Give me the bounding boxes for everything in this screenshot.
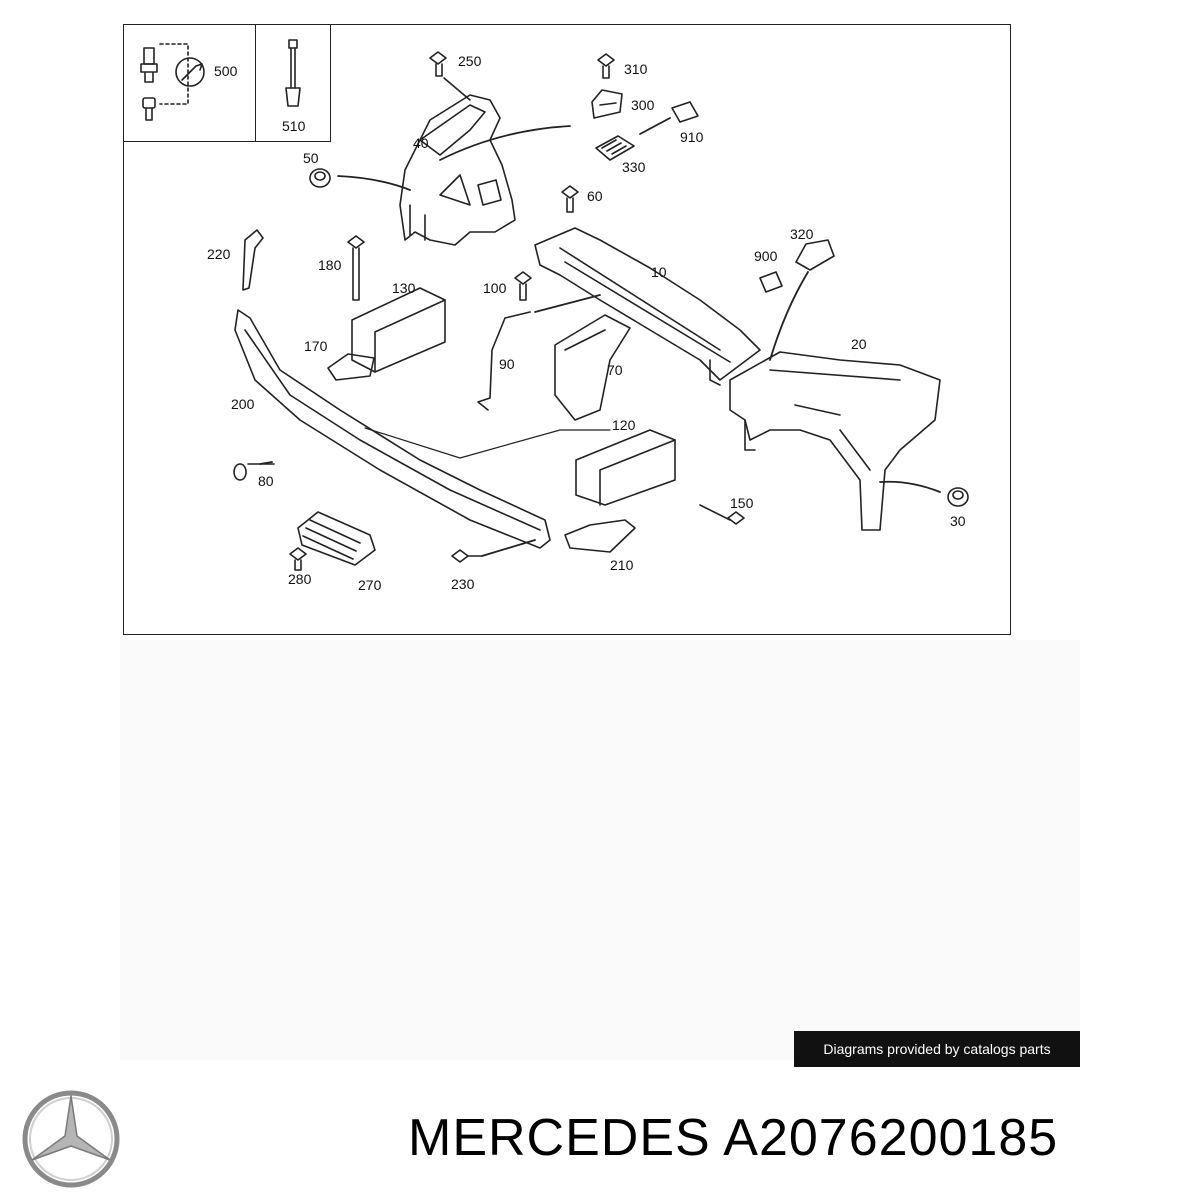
callout-510: 510 <box>282 118 306 134</box>
callout-250: 250 <box>458 53 482 69</box>
callout-70: 70 <box>607 362 623 378</box>
callout-20: 20 <box>851 336 867 352</box>
part-130-drawing <box>351 287 446 373</box>
callout-220: 220 <box>207 246 231 262</box>
callout-100: 100 <box>483 280 507 296</box>
callout-10: 10 <box>651 264 667 280</box>
part-330-drawing <box>595 135 635 161</box>
callout-layer: 500 510 250 310 300 910 330 40 50 60 220 180 130 10 32… <box>207 53 966 593</box>
callout-270: 270 <box>358 577 382 593</box>
part-170-drawing <box>327 353 375 381</box>
fastener-inset-box <box>123 24 331 142</box>
callout-180: 180 <box>318 257 342 273</box>
part-910-drawing <box>671 101 699 123</box>
part-10-drawing <box>534 227 761 386</box>
callout-170: 170 <box>304 338 328 354</box>
callout-900: 900 <box>754 248 778 264</box>
part-310-drawing <box>597 53 615 79</box>
part-30-drawing <box>947 487 969 507</box>
part-220-drawing <box>242 229 264 291</box>
callout-280: 280 <box>288 571 312 587</box>
callout-230: 230 <box>451 576 475 592</box>
part-300-drawing <box>591 89 623 119</box>
callout-320: 320 <box>790 226 814 242</box>
part-280-drawing <box>289 547 307 571</box>
part-20-drawing <box>729 351 941 531</box>
part-100-drawing <box>514 271 532 301</box>
callout-120: 120 <box>612 417 636 433</box>
part-900-drawing <box>759 271 783 293</box>
leader-lines <box>259 117 941 557</box>
part-70-drawing <box>554 314 631 421</box>
part-180-drawing <box>347 235 365 301</box>
callout-90: 90 <box>499 356 515 372</box>
part-90-drawing <box>477 311 531 411</box>
parts-diagram: 500 510 250 310 300 910 330 40 50 60 220 180 130 10 32… <box>140 39 969 593</box>
callout-500: 500 <box>214 63 238 79</box>
part-210-drawing <box>564 519 636 553</box>
part-320-drawing <box>795 239 835 271</box>
callout-60: 60 <box>587 188 603 204</box>
callout-80: 80 <box>258 473 274 489</box>
callout-30: 30 <box>950 513 966 529</box>
callout-200: 200 <box>231 396 255 412</box>
callout-150: 150 <box>730 495 754 511</box>
part-250-drawing <box>429 51 471 101</box>
part-510-drawing <box>285 39 301 107</box>
callout-210: 210 <box>610 557 634 573</box>
part-230-drawing <box>451 549 483 563</box>
credit-badge: Diagrams provided by catalogs parts <box>794 1031 1080 1067</box>
part-title: MERCEDES A2076200185 <box>408 1109 1059 1167</box>
callout-330: 330 <box>622 159 646 175</box>
part-50-drawing <box>309 168 331 188</box>
callout-130: 130 <box>392 280 416 296</box>
callout-40: 40 <box>413 135 429 151</box>
callout-50: 50 <box>303 150 319 166</box>
mercedes-star-icon <box>22 1090 120 1188</box>
part-120-drawing <box>575 429 676 506</box>
inset-divider <box>255 24 256 142</box>
callout-910: 910 <box>680 129 704 145</box>
part-200-drawing <box>234 309 551 549</box>
watermark-area <box>120 640 1080 1060</box>
part-60-drawing <box>561 185 579 213</box>
part-500-drawing <box>140 43 205 121</box>
part-150-drawing <box>699 504 745 525</box>
callout-310: 310 <box>624 61 648 77</box>
callout-300: 300 <box>631 97 655 113</box>
part-270-drawing <box>297 511 376 566</box>
part-40-drawing <box>399 94 516 246</box>
